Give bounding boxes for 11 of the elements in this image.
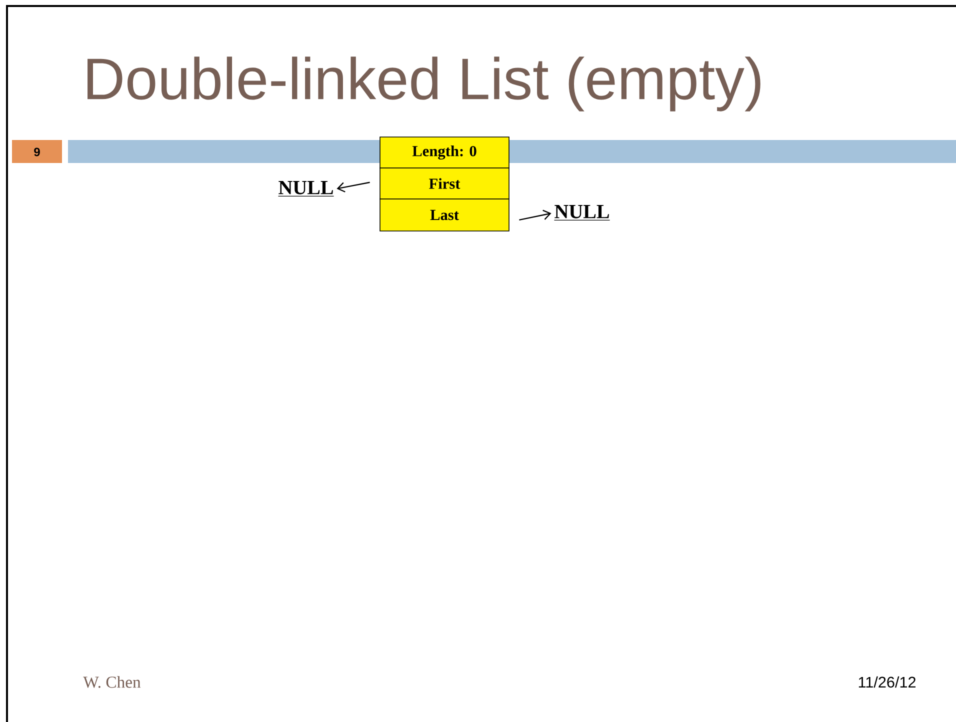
list-field-cell: Last [380, 198, 510, 232]
null-label: NULL [554, 205, 610, 220]
arrow [336, 182, 370, 192]
title: Double-linked List (empty) [88, 56, 760, 112]
list-field-cell: Length: 0 [380, 136, 510, 168]
footer-author: W. Chen [83, 676, 141, 688]
footer-date: 11/26/12 [858, 676, 916, 688]
list-field-cell: First [380, 168, 510, 200]
slide-number-badge: 9 [12, 140, 62, 163]
arrow [519, 210, 552, 221]
null-label: NULL [278, 181, 334, 196]
